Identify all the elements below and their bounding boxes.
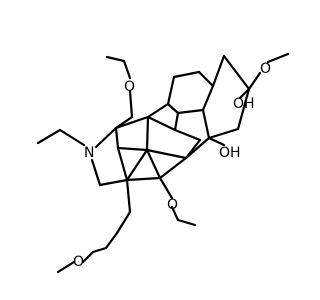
bond [172,70,201,79]
bond [166,102,180,115]
bond [98,178,129,187]
hydroxyl-atom-label: OH [233,96,255,112]
bond [116,146,149,152]
bond [145,148,162,180]
core-skeleton [116,54,251,182]
bond [266,52,290,64]
bond [170,205,180,222]
bond [176,218,197,227]
methoxymethyl-bottom [56,178,132,274]
bond [114,115,134,130]
hydroxyl-atom-label: OH [219,145,241,161]
oxygen-atom-label: O [124,79,135,95]
bond [176,108,205,115]
oxygen-atom-label: O [73,254,84,270]
bond [247,71,262,91]
bond [114,115,150,130]
bond [166,75,176,106]
bond [58,128,86,147]
bond [114,126,120,150]
bond [81,250,95,264]
bond [125,148,149,182]
atom-labels: N O O OH OH O O [73,61,271,270]
bond [116,146,129,182]
bond [145,115,150,152]
oxygen-atom-label: O [167,197,178,213]
methoxy-middle [158,176,197,227]
bond [105,55,126,63]
bond [145,148,188,160]
bond [104,231,119,250]
bond [146,102,170,119]
bond [125,176,162,182]
bond [222,54,251,91]
bond [36,128,62,145]
bond [211,54,226,88]
nitrogen-ring [90,115,150,187]
bond [238,87,251,100]
bond [122,59,132,80]
molecule-structure: N O O OH OH O O [36,52,290,274]
bond [125,178,132,214]
nitrogen-atom-label: N [84,145,94,161]
bond [56,260,76,274]
bond [201,84,215,112]
bond [207,136,226,147]
bond [236,87,251,131]
bond [207,127,240,140]
bond [184,136,211,160]
ethyl-group [36,128,86,147]
bond [158,156,188,180]
structure-canvas: N O O OH OH O O [36,52,290,274]
methoxy-top-left [105,55,134,130]
bond [158,176,174,200]
methoxy-top-right [247,52,290,91]
oxygen-atom-label: O [260,61,271,77]
bond [90,158,102,187]
bond [173,111,180,132]
bond [201,108,211,140]
bond [94,126,118,149]
bond [115,210,132,235]
bond [146,115,177,132]
bond [128,89,134,119]
bond [197,70,215,88]
bond [91,246,108,254]
bond [173,128,202,142]
